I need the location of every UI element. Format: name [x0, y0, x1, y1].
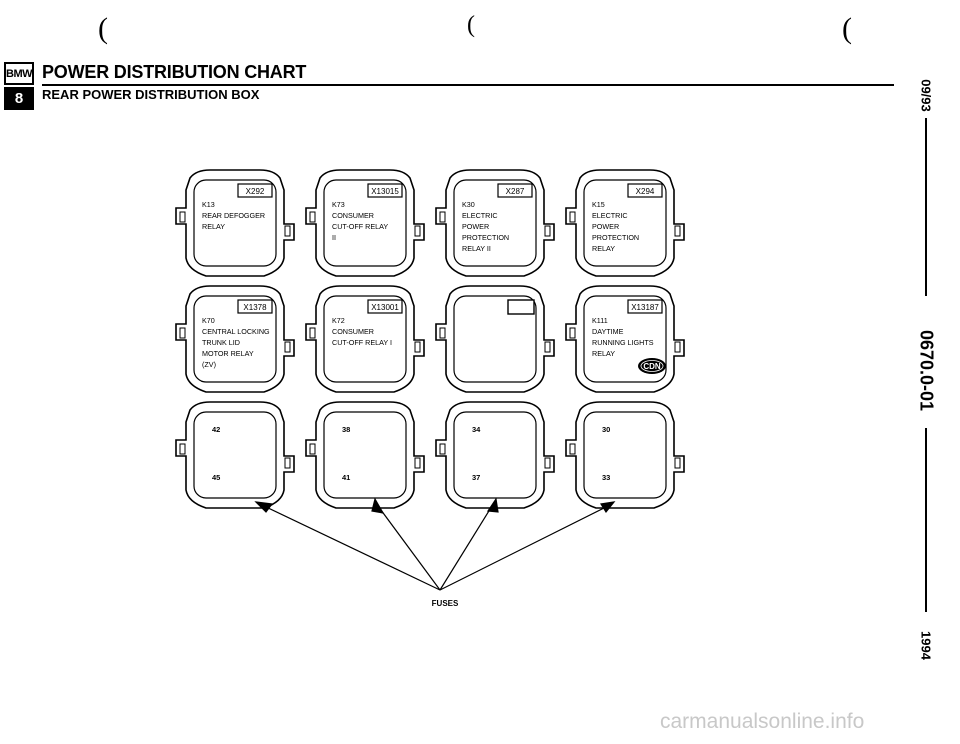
connector-tag [627, 299, 663, 314]
logo-series-number: 8 [4, 87, 34, 110]
relay-label-line: CENTRAL LOCKING [202, 327, 270, 336]
margin-line-2 [925, 428, 927, 612]
relay-label-line: K13 [202, 200, 215, 209]
relay-label-line: RELAY [592, 244, 615, 253]
connector-tag [497, 183, 533, 198]
connector-label: X294 [636, 187, 655, 196]
relay-label-line: POWER [592, 222, 619, 231]
page-subtitle: REAR POWER DISTRIBUTION BOX [42, 87, 260, 102]
cdn-badge-label: CDN [643, 362, 661, 371]
fuse-socket: 42 45 [175, 401, 295, 509]
connector-tag [367, 183, 403, 198]
fuse-socket: 38 41 [305, 401, 425, 509]
relay-label-line: RELAY [202, 222, 225, 231]
relay-label-line: CONSUMER [332, 327, 374, 336]
fuse-number-top: 38 [342, 425, 350, 434]
relay-label-line: K70 [202, 316, 215, 325]
relay-label-line: K72 [332, 316, 345, 325]
connector-label: X13015 [371, 187, 399, 196]
fuse-arrow-4 [439, 505, 609, 591]
relay-label-line: K73 [332, 200, 345, 209]
connector-label: X292 [246, 187, 265, 196]
fuse-socket: 34 37 [435, 401, 555, 509]
relay-label-line: MOTOR RELAY [202, 349, 254, 358]
bmw-logo: BMW 8 [4, 62, 34, 110]
fuse-arrowhead-1 [254, 501, 274, 513]
relay-label-line: ELECTRIC [462, 211, 498, 220]
relay-label-line: REAR DEFOGGER [202, 211, 265, 220]
fuse-number-bottom: 45 [212, 473, 220, 482]
binding-mark-left: ( [98, 12, 108, 45]
relay-label-line: II [332, 233, 336, 242]
connector-label: X13001 [371, 303, 399, 312]
fuse-arrowhead-3 [486, 497, 499, 513]
binding-mark-center: ( [467, 12, 475, 38]
title-rule [42, 84, 894, 86]
binding-mark-right: ( [842, 12, 852, 45]
connector-tag [237, 299, 273, 314]
relay-label-line: CUT-OFF RELAY [332, 222, 388, 231]
fuse-number-top: 34 [472, 425, 481, 434]
connector-tag [627, 183, 663, 198]
watermark-site: carmanualsonline.info [660, 710, 865, 733]
fuses-label: FUSES [432, 599, 459, 608]
connector-label: X13187 [631, 303, 659, 312]
fuse-arrow-1 [263, 505, 441, 591]
fuse-number-bottom: 37 [472, 473, 480, 482]
fuse-arrowhead-2 [371, 497, 385, 514]
fuse-number-bottom: 41 [342, 473, 350, 482]
relay-label-line: RELAY [592, 349, 615, 358]
fuse-arrow-3 [439, 505, 493, 591]
relay-label-line: CUT-OFF RELAY I [332, 338, 392, 347]
relay-label-line: POWER [462, 222, 489, 231]
relay-label-line: K111 [592, 316, 608, 325]
fuse-arrow-2 [377, 505, 441, 591]
relay-label-line: RUNNING LIGHTS [592, 338, 654, 347]
relay-label-line: K15 [592, 200, 605, 209]
fuse-socket: 30 33 [565, 401, 685, 509]
connector-label: X287 [506, 187, 525, 196]
relay-label-line: K30 [462, 200, 475, 209]
empty-connector-slot [507, 299, 535, 315]
relay-socket [435, 285, 555, 393]
connector-tag [367, 299, 403, 314]
relay-label-line: TRUNK LID [202, 338, 240, 347]
page-title: POWER DISTRIBUTION CHART [42, 62, 307, 82]
connector-label: X1378 [243, 303, 267, 312]
relay-label-line: PROTECTION [592, 233, 639, 242]
logo-bmw-text: BMW [4, 62, 34, 85]
relay-label-line: PROTECTION [462, 233, 509, 242]
connector-tag [237, 183, 273, 198]
relay-label-line: CONSUMER [332, 211, 374, 220]
fuse-number-top: 42 [212, 425, 220, 434]
fuse-number-top: 30 [602, 425, 610, 434]
relay-label-line: (ZV) [202, 360, 216, 369]
relay-label-line: RELAY II [462, 244, 491, 253]
fuse-arrowhead-4 [600, 501, 616, 514]
fuse-number-bottom: 33 [602, 473, 610, 482]
relay-label-line: ELECTRIC [592, 211, 628, 220]
relay-label-line: DAYTIME [592, 327, 624, 336]
margin-line-1 [925, 118, 927, 296]
